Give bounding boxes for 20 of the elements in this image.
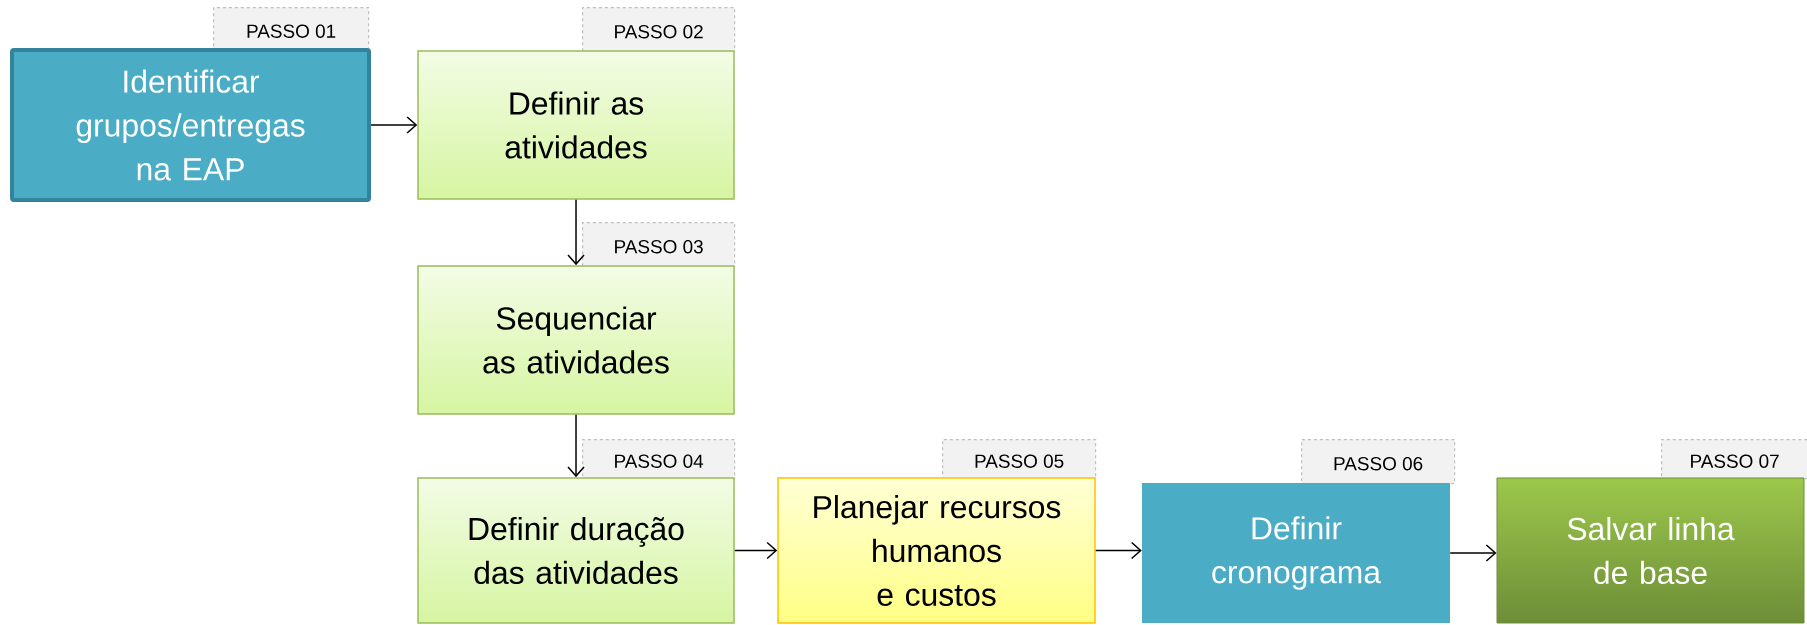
process-box: Planejar recursos humanos e custos (777, 477, 1096, 624)
process-box: Sequenciar as atividades (417, 265, 735, 415)
process-box: Definir duração das atividades (417, 477, 735, 624)
step-tag: PASSO 03 (582, 222, 736, 268)
arrow (567, 414, 585, 478)
step-tag: PASSO 04 (582, 439, 736, 480)
step-tag: PASSO 07 (1661, 439, 1807, 480)
process-box: Definir cronograma (1142, 483, 1450, 623)
step-tag: PASSO 01 (213, 7, 370, 52)
step-tag: PASSO 06 (1301, 439, 1456, 485)
step-tag: PASSO 05 (942, 439, 1097, 480)
arrow (1095, 541, 1142, 560)
step-tag: PASSO 02 (582, 7, 736, 53)
process-box: Salvar linha de base (1496, 477, 1805, 624)
arrow (567, 199, 585, 266)
arrow (734, 541, 778, 560)
process-box: Identificar grupos/entregas na EAP (10, 48, 371, 202)
process-box: Definir as atividades (417, 50, 735, 200)
arrow (370, 116, 418, 134)
arrow (1449, 544, 1497, 562)
